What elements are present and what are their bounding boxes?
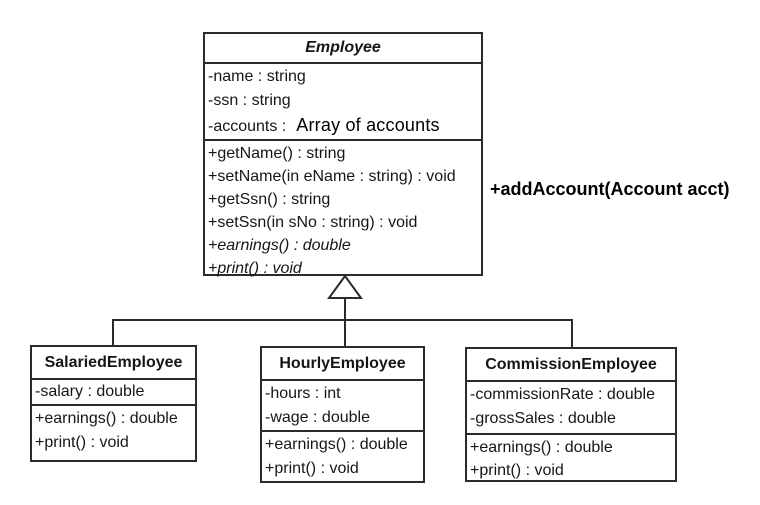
class-title: Employee xyxy=(305,39,381,56)
method-line: +setSsn(in sNo : string) : void xyxy=(208,214,418,231)
method-line: +print() : void xyxy=(265,460,359,477)
methods-section: +earnings() : double +print() : void xyxy=(32,404,195,455)
attributes-section: -salary : double xyxy=(32,378,195,404)
methods-section: +earnings() : double +print() : void xyxy=(262,430,423,481)
attribute-line: -commissionRate : double xyxy=(470,386,655,403)
attribute-line: -accounts : Array of accounts xyxy=(208,113,478,139)
methods-section: +getName() : string +setName(in eName : … xyxy=(205,139,481,280)
methods-section: +earnings() : double +print() : void xyxy=(467,433,675,482)
attributes-section: -hours : int -wage : double xyxy=(262,379,423,430)
class-title: SalariedEmployee xyxy=(44,354,183,371)
attribute-line: -wage : double xyxy=(265,409,370,426)
method-line: +getSsn() : string xyxy=(208,191,331,208)
attribute-line: -salary : double xyxy=(35,383,145,400)
method-line: +getName() : string xyxy=(208,145,346,162)
method-line: +print() : void xyxy=(470,462,564,479)
class-title: HourlyEmployee xyxy=(279,355,406,372)
attribute-line: -ssn : string xyxy=(208,92,291,109)
method-line: +earnings() : double xyxy=(265,436,408,453)
note-array-of-accounts: Array of accounts xyxy=(296,115,440,135)
inheritance-triangle-icon xyxy=(327,274,363,299)
class-box-employee: Employee -name : string -ssn : string -a… xyxy=(203,32,483,277)
attribute-line: -name : string xyxy=(208,68,306,85)
attribute-line: -grossSales : double xyxy=(470,410,616,427)
attributes-section: -commissionRate : double -grossSales : d… xyxy=(467,380,675,433)
note-add-account: +addAccount(Account acct) xyxy=(490,179,730,199)
class-box-salaried-employee: SalariedEmployee -salary : double +earni… xyxy=(30,345,197,462)
attribute-line: -hours : int xyxy=(265,385,341,402)
method-line: +print() : void xyxy=(35,434,129,451)
method-line-abstract: +earnings() : double xyxy=(208,237,351,254)
class-box-commission-employee: CommissionEmployee -commissionRate : dou… xyxy=(465,347,677,482)
method-line-abstract: +print() : void xyxy=(208,260,302,277)
method-line: +setName(in eName : string) : void xyxy=(208,168,456,185)
method-line: +earnings() : double xyxy=(470,439,613,456)
class-title: CommissionEmployee xyxy=(485,356,657,373)
method-line: +earnings() : double xyxy=(35,410,178,427)
attributes-section: -name : string -ssn : string -accounts :… xyxy=(205,62,481,139)
attribute-accounts: -accounts : xyxy=(208,118,287,135)
class-box-hourly-employee: HourlyEmployee -hours : int -wage : doub… xyxy=(260,346,425,483)
